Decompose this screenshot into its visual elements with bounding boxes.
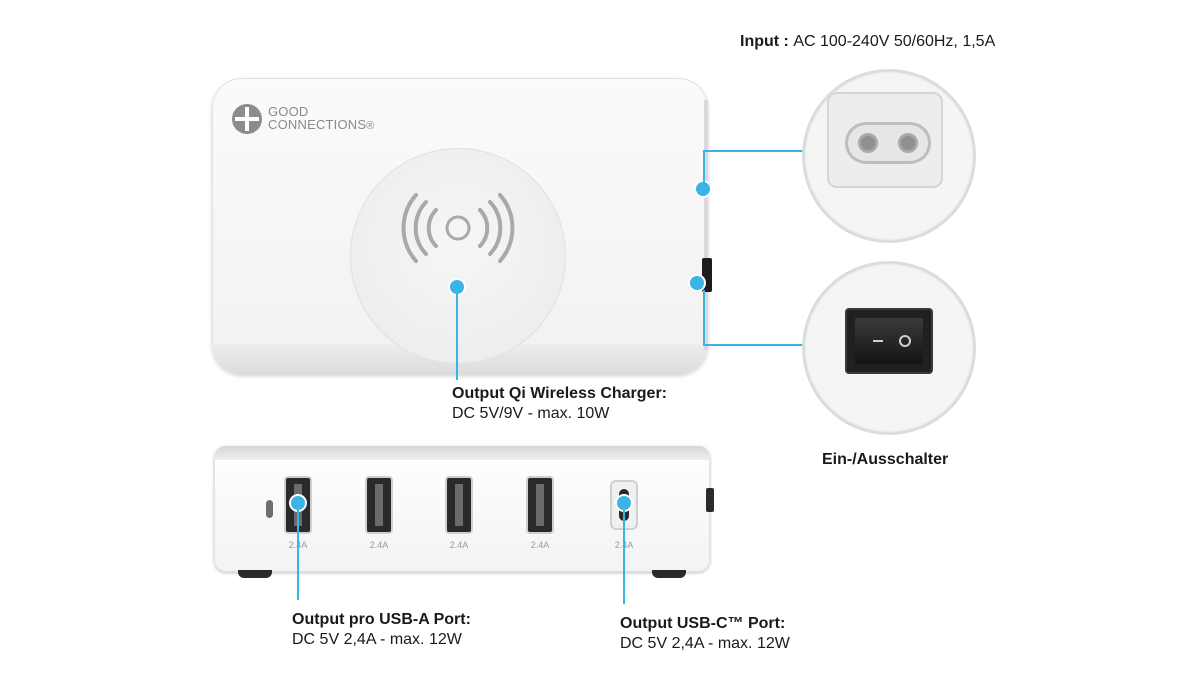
brand-logo: Good Connections® <box>232 104 375 134</box>
qi-spec: Output Qi Wireless Charger: DC 5V/9V - m… <box>452 384 667 424</box>
inlet-callout-line-h <box>703 150 807 152</box>
input-spec-label: Input : <box>740 33 789 50</box>
usb-c-callout-dot <box>617 496 631 510</box>
input-spec-value: AC 100-240V 50/60Hz, 1,5A <box>793 33 996 50</box>
inlet-pin-right <box>901 136 915 150</box>
brand-line1: Good <box>268 104 309 119</box>
rocker-switch-icon <box>855 318 923 364</box>
usb-a-spec: Output pro USB-A Port: DC 5V 2,4A - max.… <box>292 610 471 650</box>
usb-a-spec-label: Output pro USB-A Port: <box>292 611 471 628</box>
side-switch <box>706 488 714 512</box>
usb-a-port-3 <box>447 478 471 532</box>
port-rating-2: 2.4A <box>369 540 389 550</box>
usb-c-spec-value: DC 5V 2,4A - max. 12W <box>620 635 790 652</box>
power-inlet-closeup <box>805 72 973 240</box>
qi-callout-dot <box>450 280 464 294</box>
qi-spec-label: Output Qi Wireless Charger: <box>452 385 667 402</box>
qi-charging-pad <box>350 148 566 364</box>
qi-spec-value: DC 5V/9V - max. 10W <box>452 405 610 422</box>
usb-a-port-2 <box>367 478 391 532</box>
usb-a-callout-line <box>297 510 299 600</box>
brand-line2: Connections <box>268 117 367 132</box>
status-led <box>266 500 273 518</box>
input-spec: Input : AC 100-240V 50/60Hz, 1,5A <box>740 32 995 52</box>
switch-callout-line-v <box>703 290 705 346</box>
usb-c-spec-label: Output USB-C™ Port: <box>620 615 786 632</box>
usb-a-callout-dot <box>291 496 305 510</box>
usb-a-port-3-contact <box>455 484 463 526</box>
port-rating-3: 2.4A <box>449 540 469 550</box>
charging-station-front-top <box>214 446 710 460</box>
device-foot-left <box>238 570 272 578</box>
inlet-pin-left <box>861 136 875 150</box>
switch-off-mark <box>873 340 883 342</box>
wireless-charging-icon <box>401 193 515 263</box>
usb-a-spec-value: DC 5V 2,4A - max. 12W <box>292 631 462 648</box>
inlet-callout-line-v <box>703 150 705 184</box>
station-side-ridge <box>704 100 708 350</box>
inlet-callout-dot <box>696 182 710 196</box>
power-switch-closeup <box>805 264 973 432</box>
union-jack-badge-icon <box>232 104 262 134</box>
switch-on-mark <box>899 335 911 347</box>
switch-spec-label: Ein-/Ausschalter <box>822 451 949 468</box>
usb-a-port-4-contact <box>536 484 544 526</box>
power-switch-side <box>702 258 712 292</box>
port-rating-4: 2.4A <box>530 540 550 550</box>
usb-a-port-4 <box>528 478 552 532</box>
device-foot-right <box>652 570 686 578</box>
brand-registered-mark: ® <box>366 120 375 132</box>
qi-callout-line <box>456 294 458 380</box>
usb-a-port-2-contact <box>375 484 383 526</box>
usb-c-callout-line <box>623 510 625 604</box>
iec-c8-inlet-icon <box>845 122 931 164</box>
switch-callout-dot <box>690 276 704 290</box>
brand-name: Good Connections® <box>268 104 375 132</box>
switch-callout-line-h <box>703 344 807 346</box>
usb-c-spec: Output USB-C™ Port: DC 5V 2,4A - max. 12… <box>620 614 790 654</box>
